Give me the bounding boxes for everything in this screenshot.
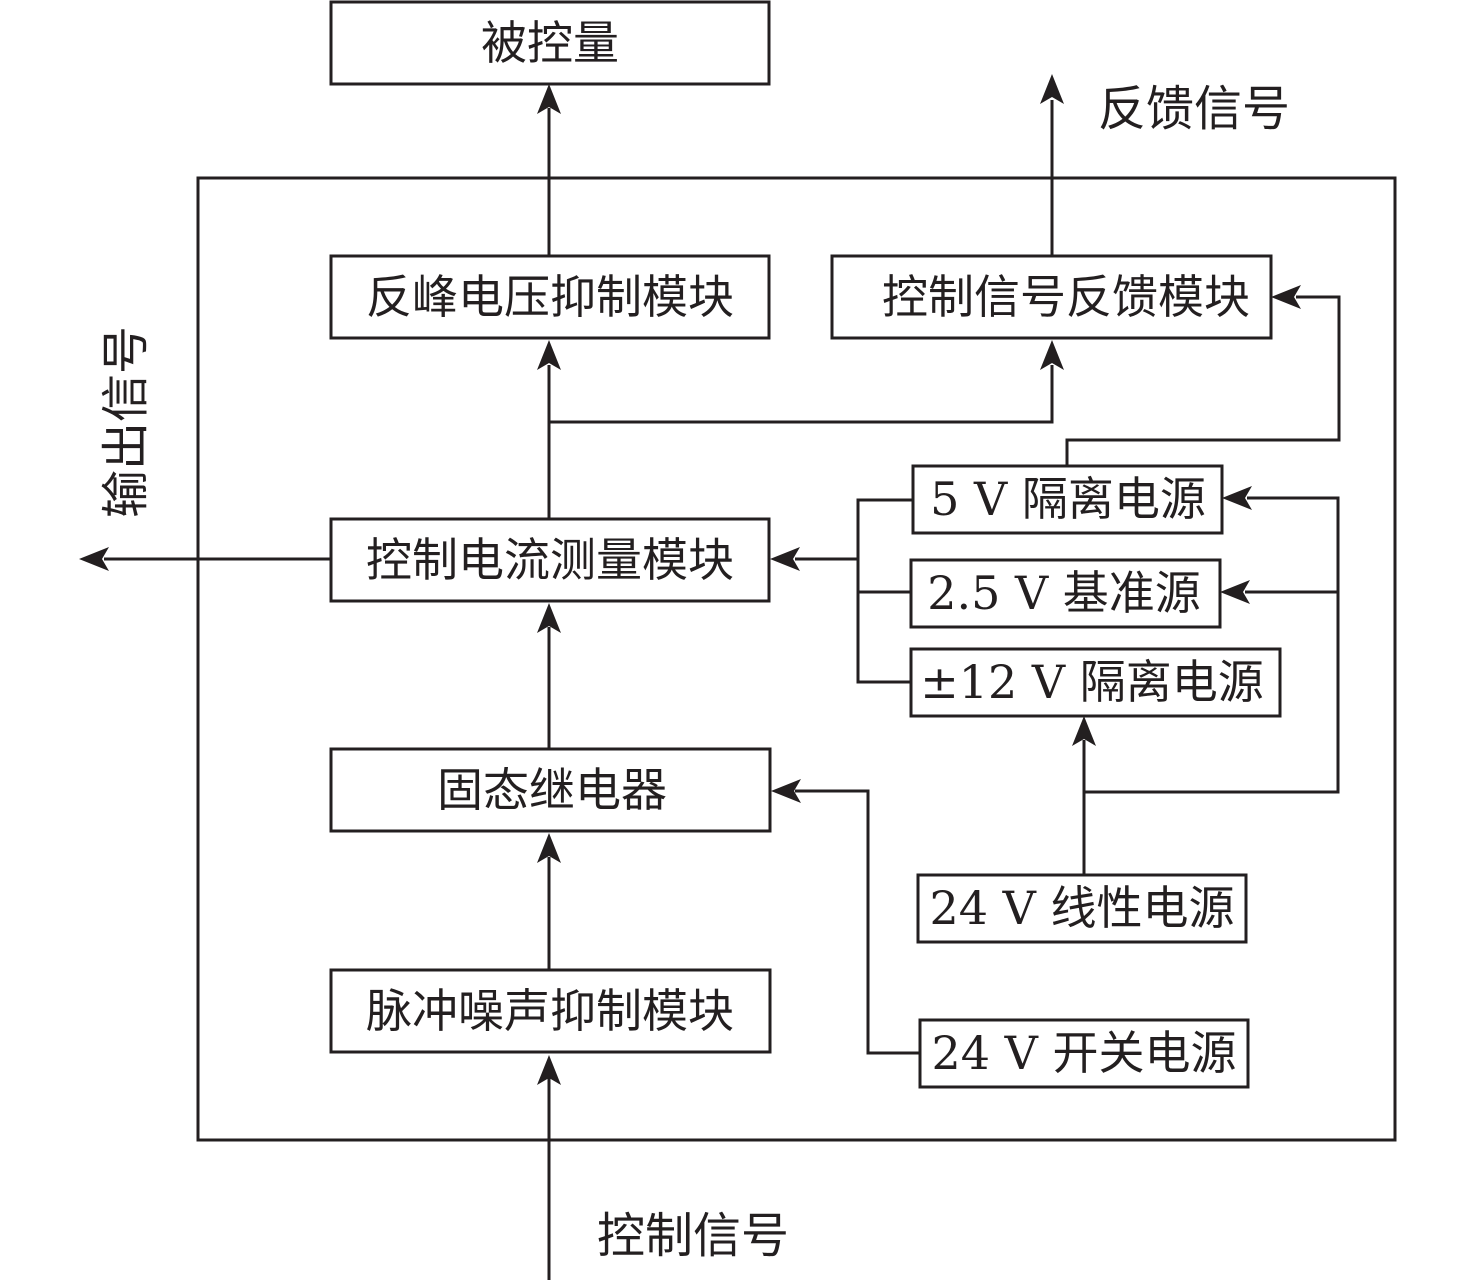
arrowhead-left [79, 547, 109, 571]
arrowhead-up [1072, 716, 1096, 746]
module-label: 24 V 线性电源 [930, 881, 1235, 935]
module-controlled-quantity: 被控量 [329, 0, 771, 86]
wire-power-bus [795, 498, 913, 684]
arrowhead-left [1271, 285, 1301, 309]
module-label: 2.5 V 基准源 [927, 566, 1201, 620]
arrowhead-left [1220, 580, 1250, 604]
module-24v-linear-supply: 24 V 线性电源 [916, 873, 1248, 944]
module-12v-isolated-supply: ±12 V 隔离电源 [909, 647, 1282, 718]
module-label: 脉冲噪声抑制模块 [366, 984, 734, 1038]
arrowhead-up [537, 1055, 561, 1085]
module-label: 反峰电压抑制模块 [366, 270, 734, 324]
module-5v-isolated-supply: 5 V 隔离电源 [911, 464, 1224, 535]
module-current-measurement: 控制电流测量模块 [329, 517, 771, 603]
wire-24v-switching-to-ssr [795, 789, 920, 1055]
control-signal-label: 控制信号 [597, 1208, 789, 1264]
module-label: 5 V 隔离电源 [930, 472, 1206, 526]
module-2v5-reference: 2.5 V 基准源 [909, 558, 1222, 629]
arrowhead-up [537, 340, 561, 370]
module-label: 固态继电器 [437, 763, 667, 817]
wire-measurement-to-feedback [549, 365, 1054, 424]
module-pulse-noise-suppression: 脉冲噪声抑制模块 [329, 968, 772, 1054]
module-24v-switching-supply: 24 V 开关电源 [918, 1018, 1250, 1089]
module-signal-feedback: 控制信号反馈模块 [830, 254, 1273, 340]
arrowhead-up [1040, 340, 1064, 370]
arrowhead-left [770, 547, 800, 571]
module-ssr: 固态继电器 [329, 747, 772, 833]
output-signal-label: 输出信号 [98, 326, 154, 518]
arrowhead-up [537, 84, 561, 114]
wire-5v-to-feedback [1065, 295, 1341, 465]
arrowhead-left [1222, 486, 1252, 510]
module-label: 被控量 [481, 16, 619, 70]
module-label: 控制信号反馈模块 [882, 270, 1250, 324]
arrowhead-up [1040, 74, 1064, 104]
system-enclosure [196, 176, 1397, 1142]
arrowhead-up [537, 603, 561, 633]
wire-24v-linear-distribution [1084, 496, 1340, 794]
feedback-signal-label: 反馈信号 [1098, 81, 1290, 137]
module-flyback-suppression: 反峰电压抑制模块 [329, 254, 771, 340]
module-label: 控制电流测量模块 [366, 533, 734, 587]
arrowhead-left [771, 779, 801, 803]
module-label: ±12 V 隔离电源 [920, 655, 1264, 709]
arrowhead-up [537, 833, 561, 863]
module-label: 24 V 开关电源 [932, 1026, 1237, 1080]
